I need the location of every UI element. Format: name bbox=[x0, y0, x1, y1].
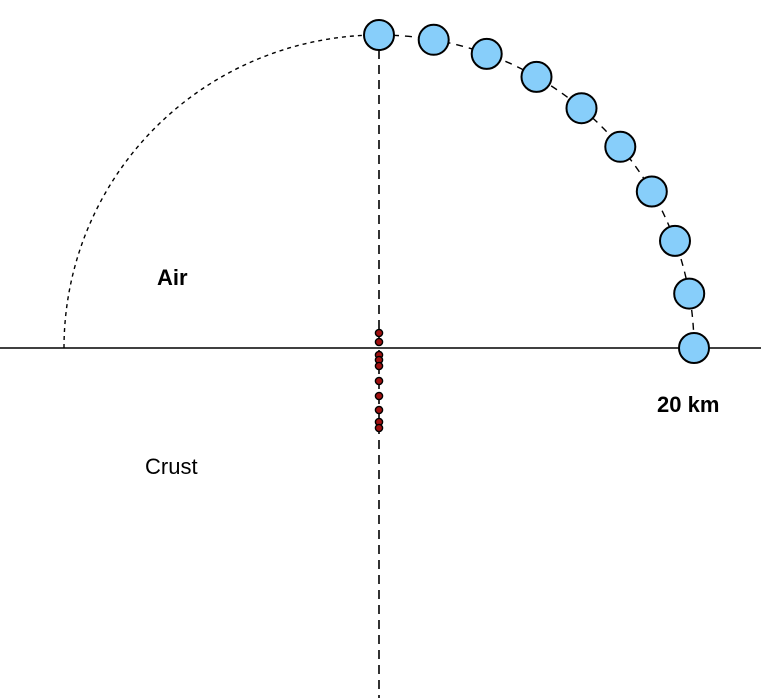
receiver-marker bbox=[673, 277, 706, 310]
receiver-marker bbox=[520, 60, 553, 93]
receiver-marker bbox=[470, 37, 503, 70]
source-marker bbox=[374, 376, 384, 386]
receiver-marker bbox=[678, 332, 710, 364]
crust-label: Crust bbox=[145, 454, 198, 479]
source-marker bbox=[374, 361, 384, 371]
left-arc bbox=[63, 34, 380, 349]
source-marker bbox=[374, 423, 384, 433]
receiver-marker bbox=[417, 23, 450, 56]
distance-label: 20 km bbox=[657, 392, 719, 417]
source-marker bbox=[374, 391, 384, 401]
air-label: Air bbox=[157, 265, 188, 290]
receiver-group bbox=[363, 19, 710, 364]
source-marker bbox=[374, 337, 384, 347]
source-marker bbox=[374, 405, 384, 415]
source-marker bbox=[374, 328, 384, 338]
receiver-marker bbox=[635, 175, 668, 208]
receiver-marker bbox=[565, 92, 598, 125]
source-group bbox=[374, 328, 384, 433]
receiver-marker bbox=[363, 19, 395, 51]
receiver-marker bbox=[659, 224, 691, 257]
right-arc bbox=[378, 34, 695, 349]
receiver-marker bbox=[604, 130, 637, 163]
